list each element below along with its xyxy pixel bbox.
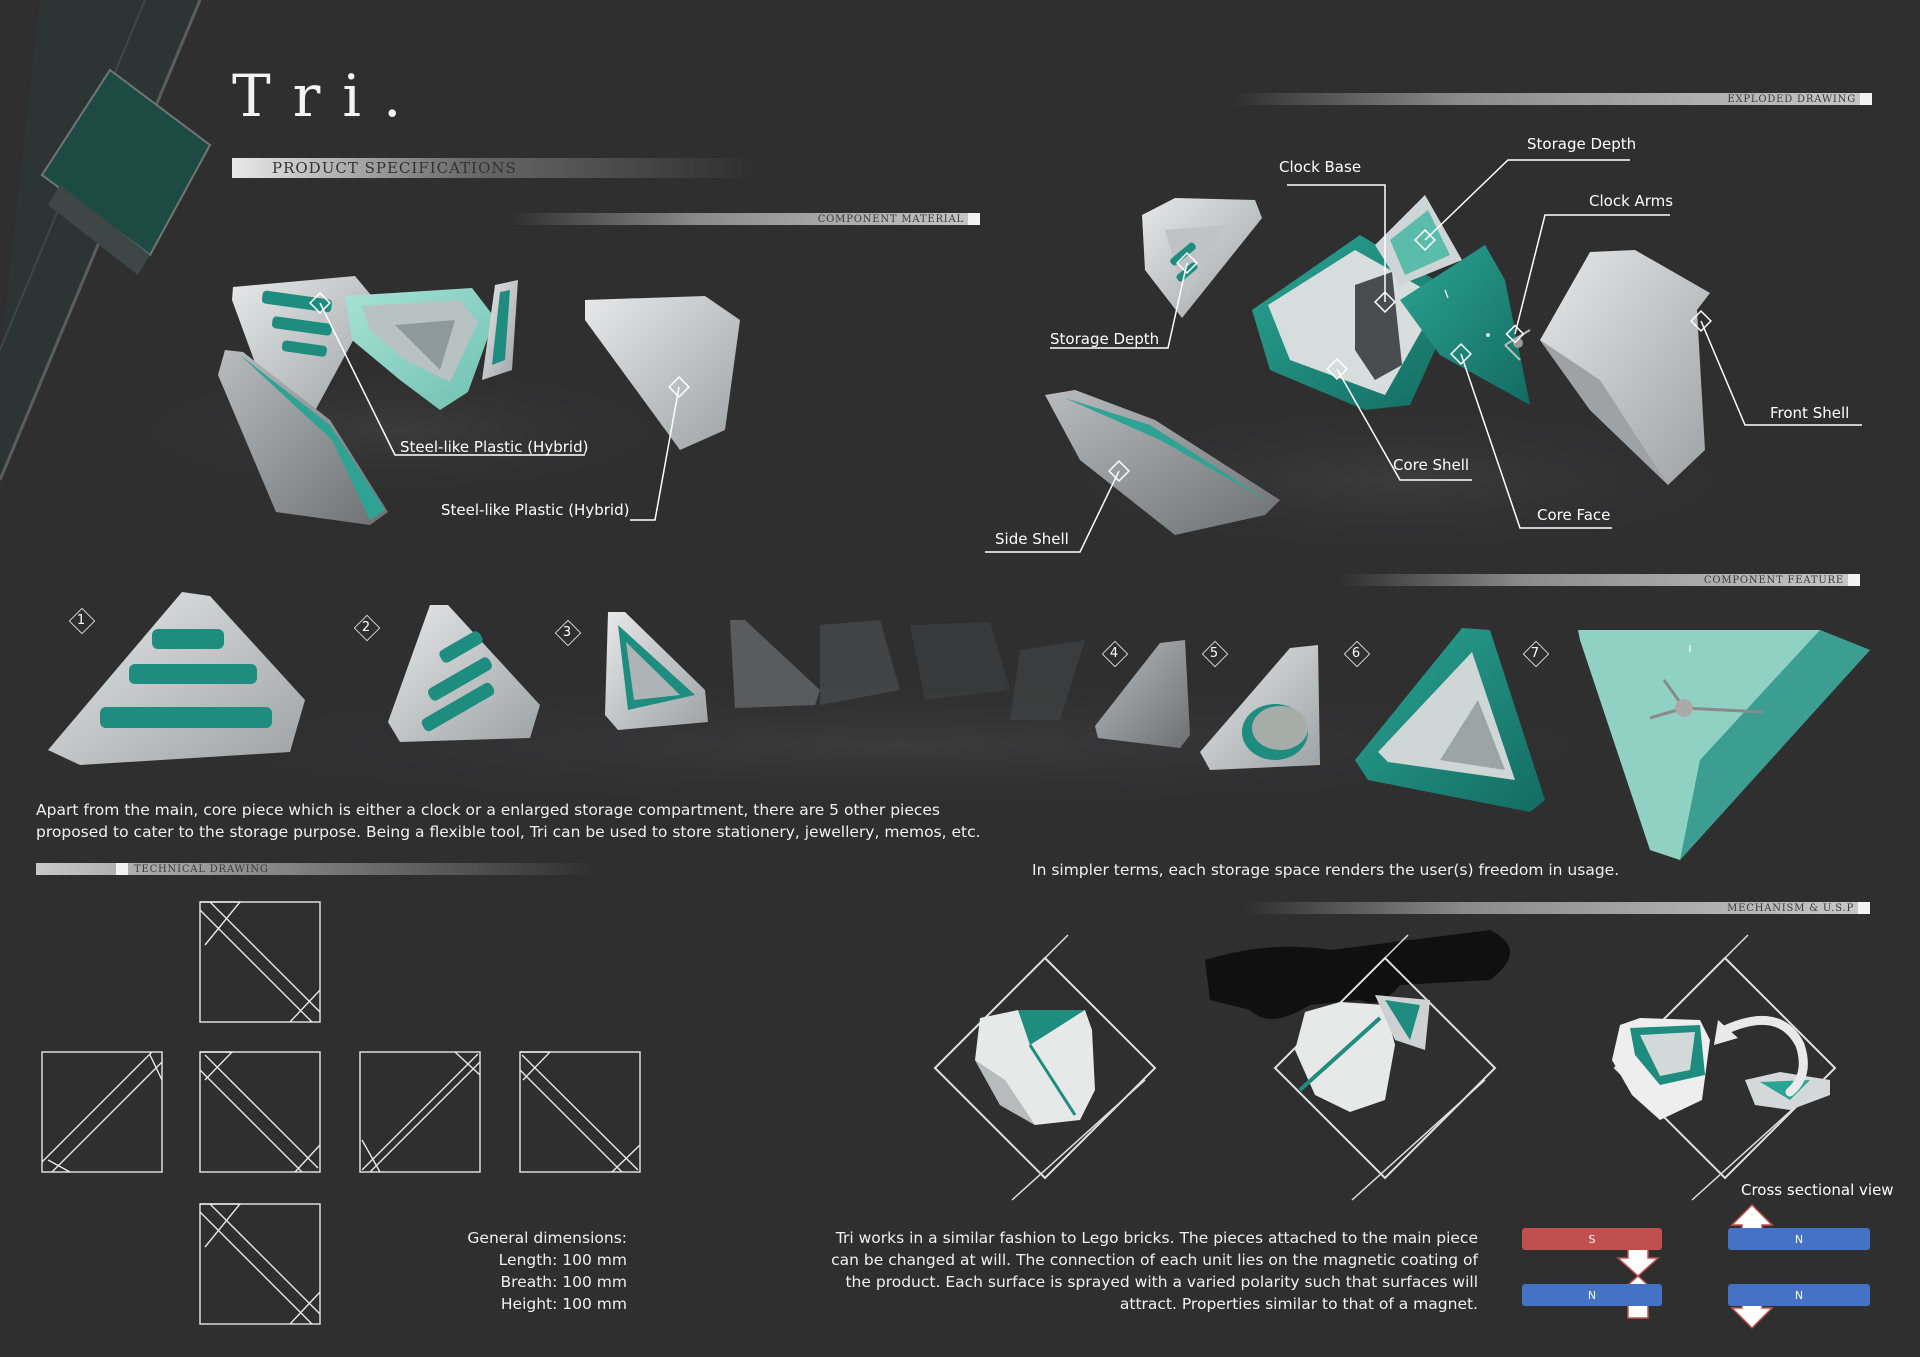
- page-title: Tri.: [232, 62, 424, 130]
- section-mechanism: Mechanism & U.S.P: [1245, 902, 1870, 914]
- dimension-height: Height: 100 mm: [500, 1295, 627, 1313]
- callout-clock-arms: Clock Arms: [1589, 192, 1674, 210]
- callout-storage-depth-top: Storage Depth: [1527, 135, 1637, 153]
- feature-number-4: 4: [1104, 643, 1124, 663]
- feature-number-7: 7: [1525, 643, 1545, 663]
- bar-cap: [968, 213, 980, 225]
- freedom-text: In simpler terms, each storage space ren…: [1032, 861, 1620, 879]
- feature-paragraph: Apart from the main, core piece which is…: [36, 801, 981, 841]
- section-label: Component Feature: [1703, 574, 1844, 586]
- feature-number-6: 6: [1346, 643, 1366, 663]
- dimension-length: Length: 100 mm: [498, 1251, 627, 1269]
- technical-drawings: [41, 901, 641, 1325]
- magnet-left-top: S: [1522, 1228, 1662, 1250]
- magnet-right-top: N: [1728, 1228, 1870, 1250]
- section-product-specifications: Product Specifications: [232, 158, 752, 178]
- bar-cap: [116, 863, 128, 875]
- bar-cap: [1848, 574, 1860, 586]
- callout-core-shell: Core Shell: [1393, 456, 1470, 474]
- section-label: Technical Drawing: [134, 863, 269, 875]
- magnet-left-bottom: N: [1522, 1284, 1662, 1306]
- material-renders: [100, 276, 740, 525]
- callout-core-face: Core Face: [1537, 506, 1611, 524]
- section-label: Product Specifications: [272, 159, 517, 177]
- feature-number-2: 2: [356, 617, 376, 637]
- section-label: Component Material: [817, 213, 964, 225]
- corner-decoration: [0, 0, 212, 481]
- cross-section-label: Cross sectional view: [1741, 1181, 1894, 1199]
- magnet-arrows: [1616, 1203, 1774, 1330]
- mechanism-paragraph: Tri works in a similar fashion to Lego b…: [831, 1229, 1478, 1313]
- section-exploded-drawing: Exploded drawing: [1232, 93, 1872, 105]
- section-component-feature: Component Feature: [1340, 574, 1860, 586]
- section-technical-drawing: Technical Drawing: [36, 863, 596, 875]
- dimension-breath: Breath: 100 mm: [500, 1273, 627, 1291]
- section-component-material: Component Material: [510, 213, 980, 225]
- callout-front-shell: Front Shell: [1770, 404, 1850, 422]
- callout-clock-base: Clock Base: [1279, 158, 1362, 176]
- callout-side-shell: Side Shell: [995, 530, 1069, 548]
- section-label: Exploded drawing: [1727, 93, 1856, 105]
- section-label: Mechanism & U.S.P: [1727, 902, 1854, 914]
- feature-number-5: 5: [1204, 643, 1224, 663]
- feature-number-1: 1: [71, 610, 91, 630]
- feature-renders: [48, 592, 1870, 860]
- feature-number-3: 3: [557, 622, 577, 642]
- bar-cap: [1860, 93, 1872, 105]
- dimensions-heading: General dimensions:: [467, 1229, 627, 1247]
- callout-storage-depth-left: Storage Depth: [1050, 330, 1160, 348]
- callout-material-b: Steel-like Plastic (Hybrid): [441, 501, 630, 519]
- general-dimensions: General dimensions: Length: 100 mm Breat…: [430, 1227, 627, 1315]
- callout-material-a: Steel-like Plastic (Hybrid): [400, 438, 589, 456]
- exploded-leaders: [985, 159, 1862, 553]
- bar-cap: [1858, 902, 1870, 914]
- material-leaders: [309, 292, 690, 521]
- mechanism-renders: [933, 930, 1837, 1201]
- magnet-right-bottom: N: [1728, 1284, 1870, 1306]
- exploded-renders: [1020, 195, 1780, 560]
